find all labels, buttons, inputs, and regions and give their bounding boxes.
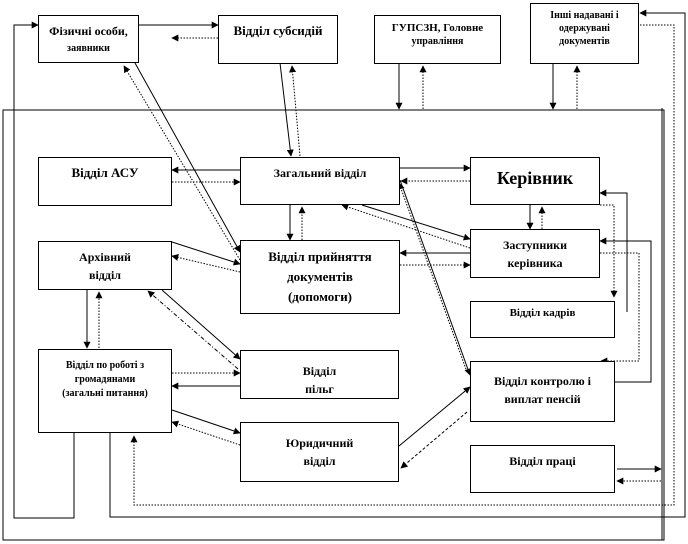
node-other-docs-line-3: документів xyxy=(559,36,610,47)
node-intake-line-3: (допомоги) xyxy=(287,289,353,304)
node-asu: Відділ АСУ xyxy=(38,157,172,206)
node-control-line-1: Відділ контролю і xyxy=(493,374,591,388)
node-general: Загальний відділ xyxy=(240,157,400,205)
node-control-line-2: виплат пенсій xyxy=(504,392,581,406)
node-gupszn: ГУПСЗН, Головне управління xyxy=(374,15,501,64)
node-subsidies: Відділ субсидій xyxy=(218,15,338,64)
node-individuals: Фізичні особи, заявники xyxy=(38,15,139,63)
node-labor: Відділ праці xyxy=(470,445,615,493)
node-archive-line-2: відділ xyxy=(88,268,122,282)
node-citizens-line-1: Відділ по роботі з xyxy=(65,360,145,371)
node-hr-line-1: Відділ кадрів xyxy=(509,307,576,319)
outer-frame-lines xyxy=(2,9,686,541)
node-citizens-line-3: (загальні питання) xyxy=(62,388,148,399)
node-asu-line-1: Відділ АСУ xyxy=(71,165,139,180)
node-intake-line-1: Відділ прийняття xyxy=(268,249,372,264)
node-benefits: Відділ пільг xyxy=(240,350,399,399)
node-citizens: Відділ по роботі з громадянами (загальні… xyxy=(38,349,172,433)
node-other-docs-line-1: Інші надавані і xyxy=(550,10,619,21)
external-connectors xyxy=(123,21,581,261)
node-individuals-line-2: заявники xyxy=(67,43,110,54)
node-subsidies-line-1: Відділ субсидій xyxy=(233,23,323,38)
node-benefits-line-1: Відділ xyxy=(302,364,337,378)
node-individuals-line-1: Фізичні особи, xyxy=(49,24,128,38)
node-legal-line-1: Юридичний xyxy=(285,436,354,450)
node-intake: Відділ прийняття документів (допомоги) xyxy=(240,240,400,314)
node-other-docs: Інші надавані і одержувані документів xyxy=(530,3,639,64)
connector-citizens-to-individuals xyxy=(13,21,75,519)
node-head: Керівник xyxy=(470,157,600,205)
node-legal: Юридичний відділ xyxy=(240,422,399,482)
node-control: Відділ контролю і виплат пенсій xyxy=(470,361,615,422)
inner-frame xyxy=(2,109,665,541)
node-deputies: Заступники керівника xyxy=(470,229,600,278)
connector-citizens-to-other-docs xyxy=(109,9,686,518)
node-citizens-line-2: громадянами xyxy=(74,374,136,385)
node-head-line-1: Керівник xyxy=(496,168,574,188)
node-gupszn-line-1: ГУПСЗН, Головне xyxy=(391,22,484,34)
node-legal-line-2: відділ xyxy=(303,454,336,468)
node-archive-line-1: Архівний xyxy=(79,250,131,264)
node-benefits-line-2: пільг xyxy=(305,382,334,396)
node-hr: Відділ кадрів xyxy=(470,301,615,338)
node-general-line-1: Загальний відділ xyxy=(273,166,367,180)
node-other-docs-line-2: одержувані xyxy=(559,23,610,34)
node-archive: Архівний відділ xyxy=(38,241,172,290)
node-deputies-line-2: керівника xyxy=(507,256,563,270)
node-labor-line-1: Відділ праці xyxy=(509,454,576,468)
node-gupszn-line-2: управління xyxy=(411,36,464,47)
node-deputies-line-1: Заступники xyxy=(503,238,567,252)
internal-connectors xyxy=(83,164,662,485)
node-intake-line-2: документів xyxy=(287,269,353,284)
connector-other-docs-to-citizens xyxy=(130,24,675,506)
